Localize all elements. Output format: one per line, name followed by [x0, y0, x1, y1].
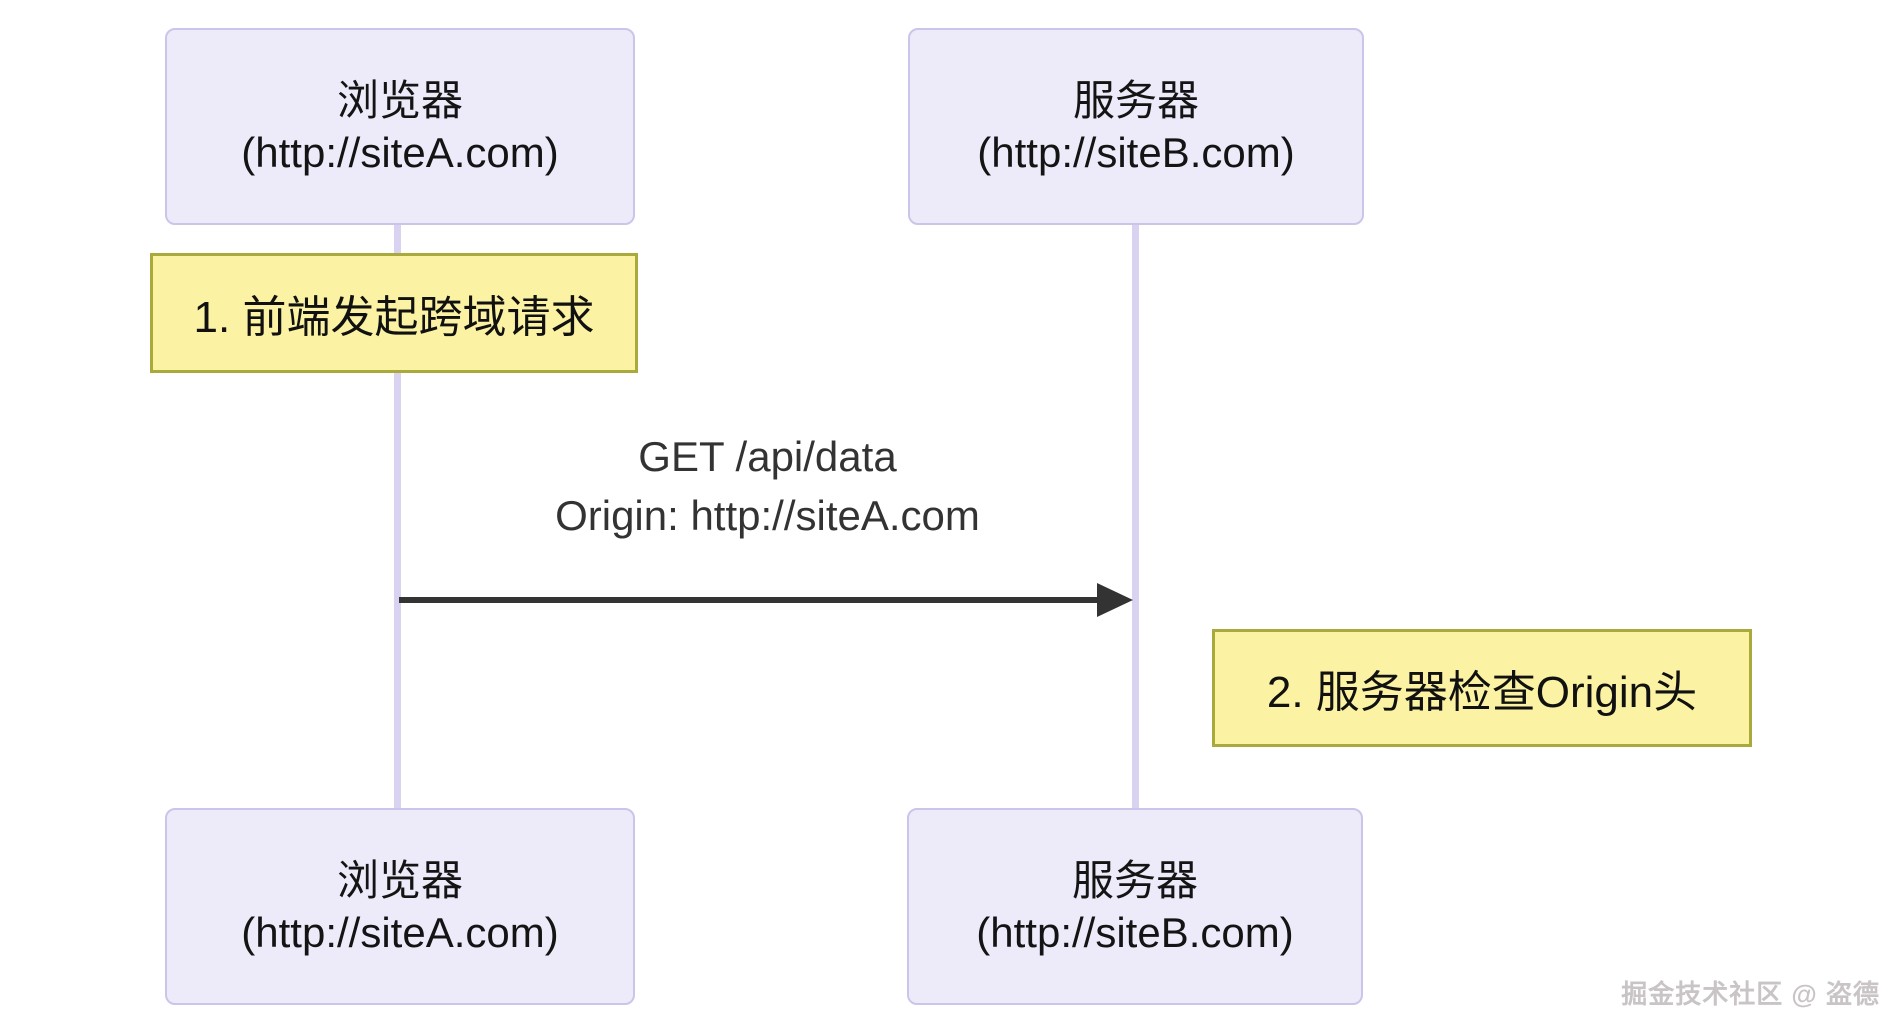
actor-server-url: (http://siteB.com)	[976, 908, 1294, 956]
actor-browser-url: (http://siteA.com)	[241, 128, 559, 176]
note-server-checks-origin: 2. 服务器检查Origin头	[1212, 629, 1752, 747]
server-lifeline	[1132, 225, 1139, 808]
actor-browser-top: 浏览器 (http://siteA.com)	[165, 28, 635, 225]
actor-browser-url: (http://siteA.com)	[241, 908, 559, 956]
message-line-1: GET /api/data	[638, 433, 897, 480]
note-2-text: 2. 服务器检查Origin头	[1266, 668, 1698, 717]
note-1-text: 1. 前端发起跨域请求	[193, 293, 595, 342]
actor-server-top: 服务器 (http://siteB.com)	[908, 28, 1364, 225]
actor-browser-name: 浏览器	[336, 857, 463, 905]
actor-server-url: (http://siteB.com)	[977, 128, 1295, 176]
message-arrow-line	[399, 597, 1099, 603]
watermark: 掘金技术社区 @ 盗德	[1621, 979, 1880, 1009]
note-cross-origin-request: 1. 前端发起跨域请求	[150, 253, 638, 373]
browser-lifeline	[394, 225, 401, 808]
actor-browser-name: 浏览器	[336, 77, 463, 125]
actor-browser-bottom: 浏览器 (http://siteA.com)	[165, 808, 635, 1005]
actor-server-name: 服务器	[1071, 857, 1198, 905]
message-line-2: Origin: http://siteA.com	[555, 491, 980, 539]
actor-server-name: 服务器	[1072, 77, 1199, 125]
message-arrow-head-icon	[1097, 583, 1133, 617]
actor-server-bottom: 服务器 (http://siteB.com)	[907, 808, 1363, 1005]
message-label: GET /api/data Origin: http://siteA.com	[400, 428, 1135, 546]
